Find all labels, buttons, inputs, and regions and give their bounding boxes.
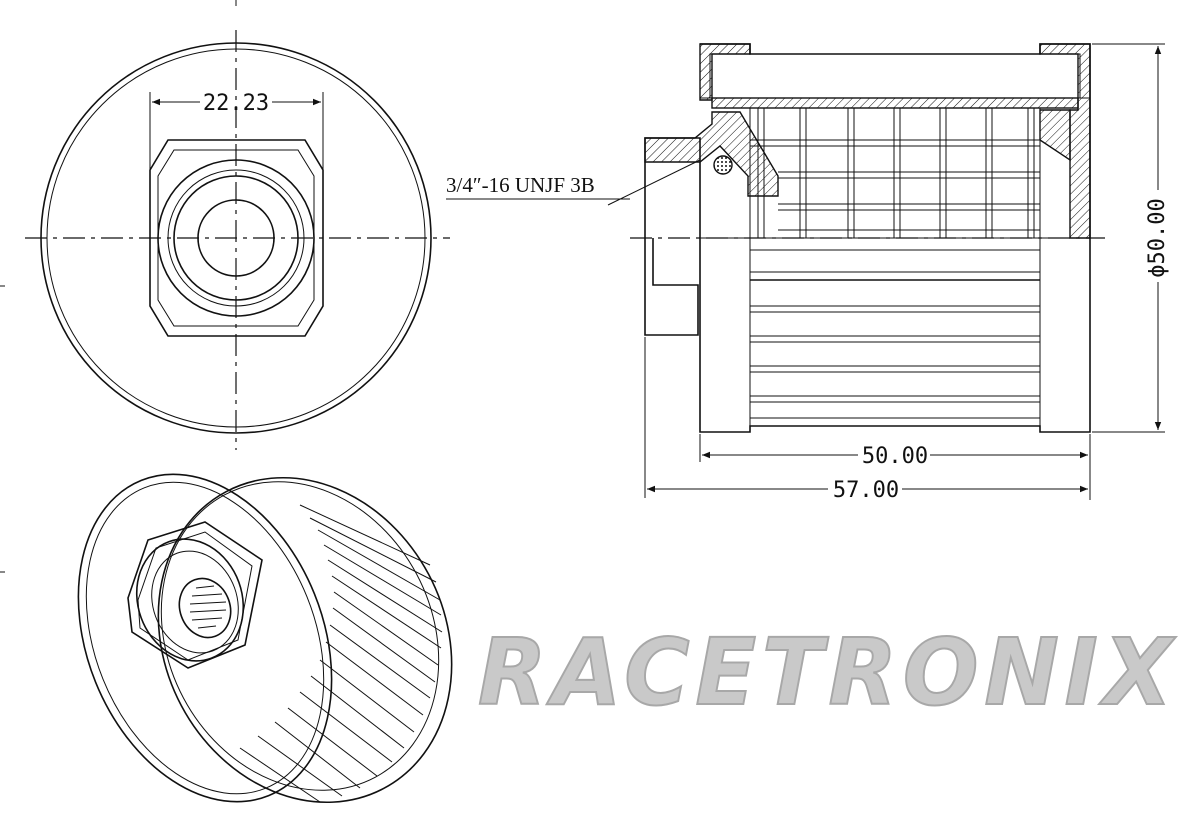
cage-rings-horizontal [750,139,1040,231]
diameter-label: ϕ50.00 [1145,198,1170,277]
iso-inner-mesh [189,585,227,629]
iso-cage-ribs [239,504,443,803]
cage-ribs-vertical [757,107,1035,239]
o-ring [713,155,733,175]
border-ticks [0,0,237,573]
isometric-view [77,473,453,804]
section-view: ϕ50.00 50.00 57.00 [630,43,1170,503]
overall-length-label: 57.00 [833,478,899,503]
hex-width-label: 22.23 [203,91,269,116]
racetronix-logo: RACETRONIX [477,618,1178,727]
outer-ribs [750,249,1040,419]
body-length-label: 50.00 [862,444,928,469]
thread-spec-label: 3/4″-16 UNJF 3B [446,173,595,197]
logo-text: RACETRONIX [478,619,1178,726]
end-view: 22.23 [25,30,450,450]
thread-callout: 3/4″-16 UNJF 3B [446,159,701,206]
hex-nut-outline [149,139,324,337]
